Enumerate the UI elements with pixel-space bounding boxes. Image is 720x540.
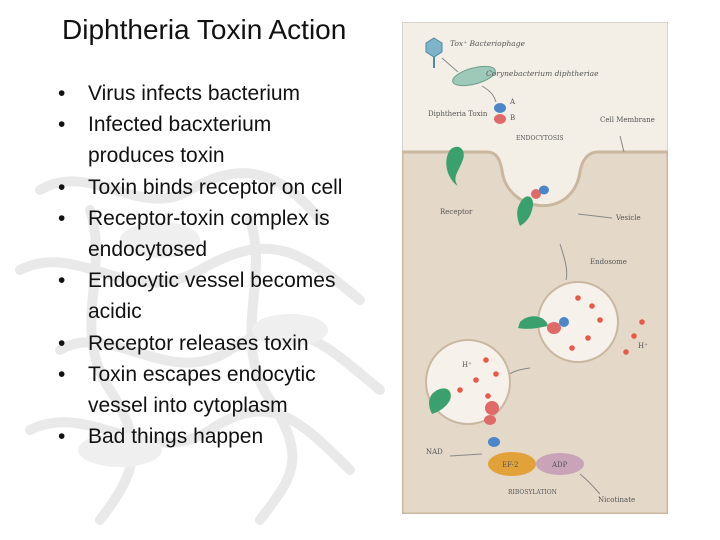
bullet-item: • Bad things happen: [58, 421, 358, 452]
receptor-toxin-complex-icon: [517, 185, 549, 226]
bullet-dot: •: [58, 113, 66, 137]
bullet-item: • Virus infects bacterium: [58, 78, 358, 109]
bullet-text: Endocytic vessel becomes acidic: [88, 269, 336, 324]
arrow-endosome: [559, 243, 568, 281]
bullet-dot: •: [58, 331, 66, 355]
ef2-label: EF-2: [502, 461, 518, 469]
bullet-text: Infected bacxterium produces toxin: [88, 113, 272, 168]
bullet-dot: •: [58, 206, 66, 230]
bullet-item: • Infected bacxterium produces toxin: [58, 109, 358, 171]
toxin-a-label: A: [509, 98, 516, 106]
bullet-item: • Endocytic vessel becomes acidic: [58, 265, 358, 327]
arrow-vesicle: [577, 213, 613, 219]
bullet-list: • Virus infects bacterium • Infected bacxt…: [58, 78, 358, 452]
nicotinate-label: Nicotinate: [598, 496, 635, 504]
slide-title: Diphtheria Toxin Action: [62, 14, 347, 45]
endocytosis-label: ENDOCYTOSIS: [516, 135, 563, 142]
toxin-action-diagram: Tox⁺ Bacteriophage Corynebacterium dipht…: [402, 22, 668, 514]
arrow-nad: [449, 453, 483, 457]
bullet-dot: •: [58, 82, 66, 105]
proton-dots: [457, 357, 499, 399]
toxin-label: Diphtheria Toxin: [428, 110, 488, 118]
bullet-dot: •: [58, 175, 66, 199]
bacterium-label: Corynebacterium diphtheriae: [486, 69, 599, 78]
bacterium-icon: [452, 65, 496, 87]
bullet-text: Toxin binds receptor on cell: [88, 175, 343, 199]
bullet-text: Receptor releases toxin: [88, 331, 309, 355]
bullet-text: Receptor-toxin complex is endocytosed: [88, 206, 330, 262]
arrow-bacterium: [481, 85, 497, 103]
receptor-icon: [446, 146, 464, 186]
arrow-phage: [441, 57, 459, 73]
bacteriophage-icon: [425, 37, 443, 68]
adp-label: ADP: [551, 461, 568, 469]
proton-left-label: H⁺: [462, 361, 472, 369]
receptor-icon: [429, 388, 451, 414]
bullet-text: Bad things happen: [88, 425, 264, 449]
background-watermark-art: [15, 168, 385, 525]
bullet-item: • Receptor releases toxin: [58, 328, 358, 359]
bullet-dot: •: [58, 362, 66, 386]
bullet-text: Toxin escapes endocytic vessel into cyto…: [88, 362, 316, 418]
proton-dots: [569, 295, 645, 355]
phage-label: Tox⁺ Bacteriophage: [450, 39, 526, 48]
arrow-nicotinate: [579, 473, 601, 495]
ef2-protein: [488, 452, 536, 476]
nad-label: NAD: [426, 448, 443, 456]
cell-membrane-label: Cell Membrane: [600, 116, 655, 124]
bullet-dot: •: [58, 425, 66, 449]
arrow-membrane: [619, 135, 625, 153]
bullet-text: Virus infects bacterium: [88, 82, 301, 105]
toxin-b-label: B: [510, 114, 515, 122]
diphtheria-toxin-icon: [494, 103, 506, 124]
bullet-item: • Toxin binds receptor on cell: [58, 172, 358, 203]
bullet-item: • Toxin escapes endocytic vessel into cyt…: [58, 359, 358, 421]
receptor-label: Receptor: [440, 208, 473, 216]
endosome-label: Endosome: [590, 258, 627, 266]
bullet-item: • Receptor-toxin complex is endocytosed: [58, 203, 358, 265]
endosome-vesicle: [537, 281, 619, 363]
bullet-dot: •: [58, 269, 66, 293]
vesicle-label: Vesicle: [615, 214, 641, 222]
receptor-toxin-complex-icon: [518, 316, 569, 334]
cell-membrane: [402, 150, 668, 514]
released-toxin-icon: [484, 401, 500, 447]
adp-molecule: [536, 453, 584, 475]
ribosylation-label: RIBOSYLATION: [508, 489, 557, 496]
proton-right-label: H⁺: [638, 342, 648, 350]
